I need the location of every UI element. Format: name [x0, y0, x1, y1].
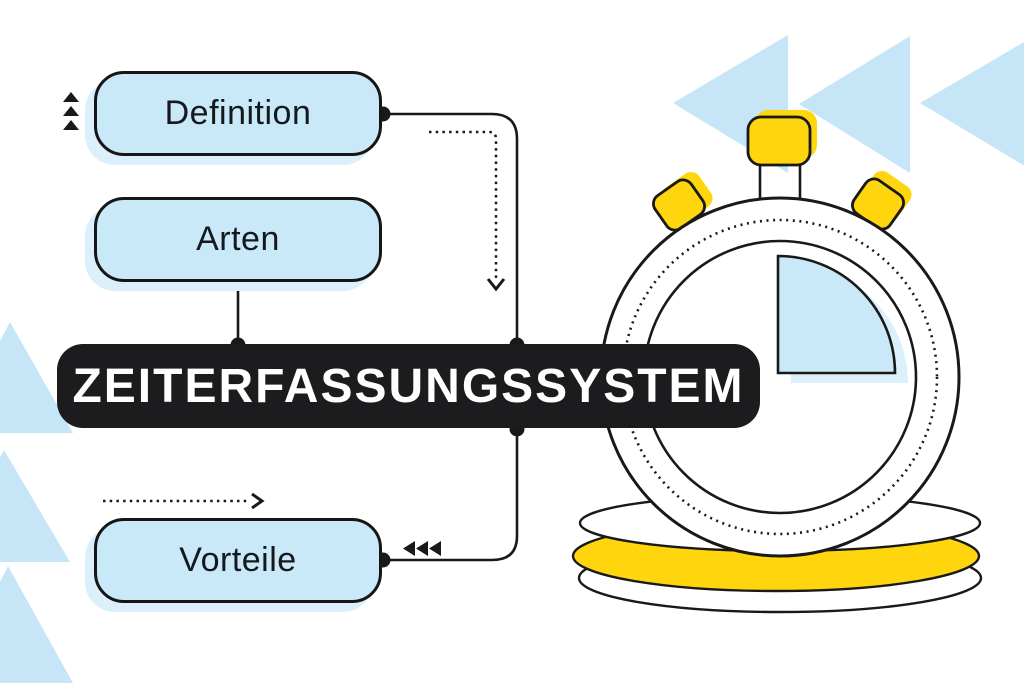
connector-dots [230, 106, 525, 568]
topic-label: Vorteile [179, 541, 297, 579]
decor-top-right-triangles [673, 35, 1024, 173]
rewind-triple-left-icon [403, 541, 441, 556]
up-triangle-icon [0, 566, 73, 683]
title-banner: ZEITERFASSUNGSSYSTEM [57, 344, 760, 428]
left-triangle-icon [799, 36, 910, 173]
stopwatch-illustration [571, 110, 983, 614]
topic-box-arten: Arten [94, 197, 382, 282]
dotted-arrows [103, 130, 506, 510]
up-triangle-icon [0, 450, 70, 562]
connectors [236, 112, 519, 562]
topic-box-definition: Definition [94, 71, 382, 156]
page-title: ZEITERFASSUNGSSYSTEM [72, 359, 745, 413]
arrow-down-chevron-icon [486, 278, 506, 292]
arrow-right-chevron-icon [251, 492, 265, 510]
topic-label: Definition [164, 94, 312, 132]
connector-title-to-vorteile [383, 429, 519, 562]
crown-button [746, 115, 812, 167]
connector-definition-to-title [383, 112, 519, 344]
dotted-arrow-down [429, 130, 498, 282]
stopwatch-dotted-ring [621, 218, 939, 536]
up-triangle-icon [0, 322, 73, 433]
left-triangle-icon [920, 41, 1024, 166]
topic-label: Arten [196, 220, 280, 258]
decor-left-triangles [0, 322, 73, 683]
triple-up-arrows-icon [63, 92, 79, 130]
topic-box-vorteile: Vorteile [94, 518, 382, 603]
quarter-segment [776, 254, 897, 375]
